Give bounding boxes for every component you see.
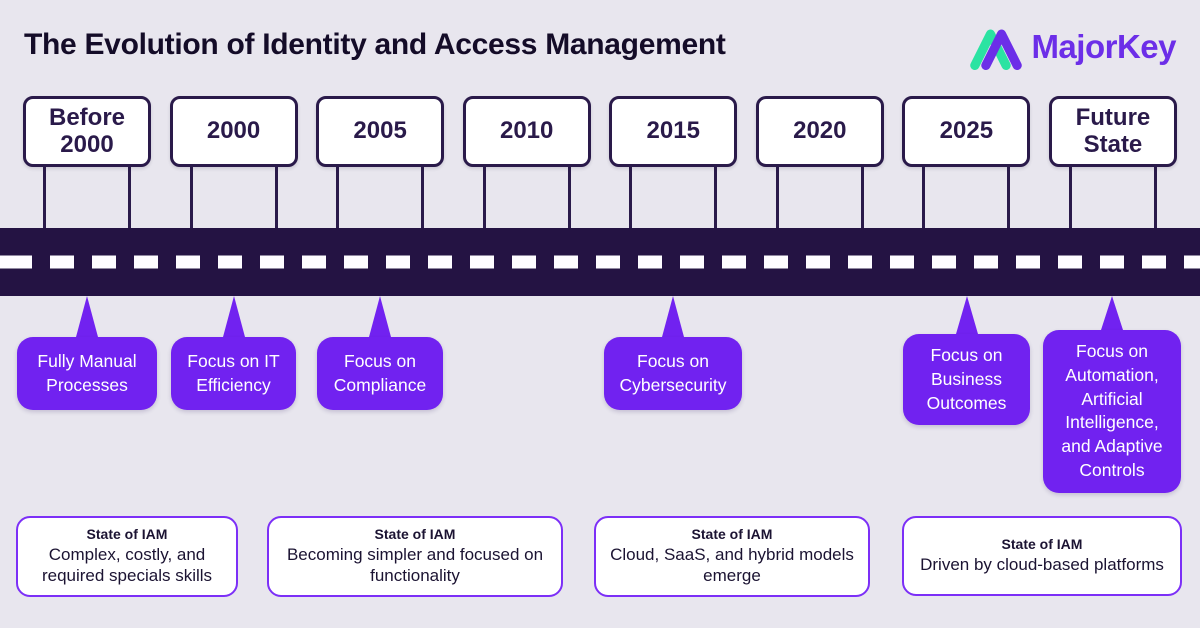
callout-bubble: Focus on IT Efficiency	[171, 337, 296, 410]
timeline-connector	[714, 167, 718, 228]
timeline-connector	[1068, 167, 1072, 228]
road-center-dashes	[0, 255, 1200, 269]
year-box-2015: 2015	[609, 96, 738, 167]
timeline-connectors	[1049, 167, 1177, 228]
state-of-iam-text: Cloud, SaaS, and hybrid models emerge	[610, 545, 854, 586]
year-box-2020: 2020	[755, 96, 884, 167]
callout-pointer	[662, 296, 684, 337]
logo-wordmark: MajorKey	[1031, 28, 1176, 65]
timeline-connectors	[756, 167, 884, 228]
callout-pointer	[76, 296, 98, 337]
state-of-iam-box-1: State of IAM Complex, costly, and requir…	[16, 516, 238, 597]
timeline-connector	[482, 167, 486, 228]
timeline-connector	[189, 167, 193, 228]
timeline-road	[0, 228, 1200, 296]
state-of-iam-text: Driven by cloud-based platforms	[920, 555, 1164, 575]
callout-focus-on-business-outcomes: Focus on Business Outcomes	[903, 296, 1030, 426]
year-box-before-2000: Before 2000	[23, 96, 151, 167]
timeline-connectors	[170, 167, 298, 228]
timeline-connector	[274, 167, 278, 228]
timeline-connectors	[316, 167, 444, 228]
state-of-iam-heading: State of IAM	[86, 526, 168, 542]
year-column-2005: 2005	[316, 96, 445, 228]
timeline-connector	[128, 167, 131, 228]
state-of-iam-heading: State of IAM	[1001, 536, 1083, 553]
year-column-before-2000: Before 2000	[23, 96, 151, 228]
callout-focus-on-automation-ai-adaptive-controls: Focus on Automation, Artificial Intellig…	[1043, 296, 1181, 493]
callout-pointer	[369, 296, 391, 337]
callout-pointer	[222, 296, 245, 337]
year-column-2020: 2020	[755, 96, 884, 228]
timeline-connector	[629, 167, 633, 228]
timeline-connector	[43, 167, 46, 228]
timeline-connectors	[23, 167, 151, 228]
year-box-future-state: Future State	[1048, 96, 1177, 167]
timeline-connectors	[463, 167, 591, 228]
timeline-years-row: Before 2000 2000 2005 2010 2015 2020 202…	[23, 96, 1177, 228]
callout-bubble: Fully Manual Processes	[17, 337, 157, 410]
state-of-iam-box-3: State of IAM Cloud, SaaS, and hybrid mod…	[594, 516, 870, 597]
callout-bubble: Focus on Business Outcomes	[903, 334, 1030, 426]
timeline-connectors	[609, 167, 737, 228]
callout-focus-on-compliance: Focus on Compliance	[317, 296, 443, 410]
timeline-connector	[1153, 167, 1157, 228]
timeline-connector	[336, 167, 340, 228]
timeline-connector	[922, 167, 926, 228]
timeline-connector	[1007, 167, 1011, 228]
majorkey-m-icon	[970, 29, 1023, 70]
timeline-connectors	[902, 167, 1030, 228]
header: The Evolution of Identity and Access Man…	[0, 0, 1200, 70]
timeline-connector	[567, 167, 571, 228]
year-column-2025: 2025	[902, 96, 1031, 228]
timeline-connector	[860, 167, 864, 228]
year-box-2025: 2025	[902, 96, 1031, 167]
majorkey-logo: MajorKey	[968, 24, 1176, 70]
page-title: The Evolution of Identity and Access Man…	[24, 28, 726, 61]
callout-fully-manual-processes: Fully Manual Processes	[17, 296, 157, 410]
year-box-2010: 2010	[462, 96, 591, 167]
callout-focus-on-cybersecurity: Focus on Cybersecurity	[604, 296, 742, 410]
year-column-2010: 2010	[462, 96, 591, 228]
timeline-connector	[775, 167, 779, 228]
callout-bubble: Focus on Cybersecurity	[604, 337, 742, 410]
state-of-iam-text: Complex, costly, and required specials s…	[41, 545, 213, 586]
callout-bubble: Focus on Automation, Artificial Intellig…	[1043, 330, 1181, 493]
state-of-iam-box-4: State of IAM Driven by cloud-based platf…	[902, 516, 1182, 596]
state-of-iam-text: Becoming simpler and focused on function…	[286, 545, 544, 586]
year-column-2000: 2000	[169, 96, 298, 228]
callout-focus-on-it-efficiency: Focus on IT Efficiency	[171, 296, 296, 410]
year-column-future-state: Future State	[1048, 96, 1177, 228]
year-box-2005: 2005	[316, 96, 445, 167]
state-of-iam-heading: State of IAM	[691, 526, 773, 542]
timeline-connector	[421, 167, 425, 228]
year-box-2000: 2000	[169, 96, 298, 167]
state-of-iam-heading: State of IAM	[374, 526, 456, 542]
callout-bubble: Focus on Compliance	[317, 337, 443, 410]
state-of-iam-box-2: State of IAM Becoming simpler and focuse…	[267, 516, 563, 597]
callout-pointer	[1101, 296, 1123, 330]
year-column-2015: 2015	[609, 96, 738, 228]
callout-pointer	[955, 296, 978, 334]
